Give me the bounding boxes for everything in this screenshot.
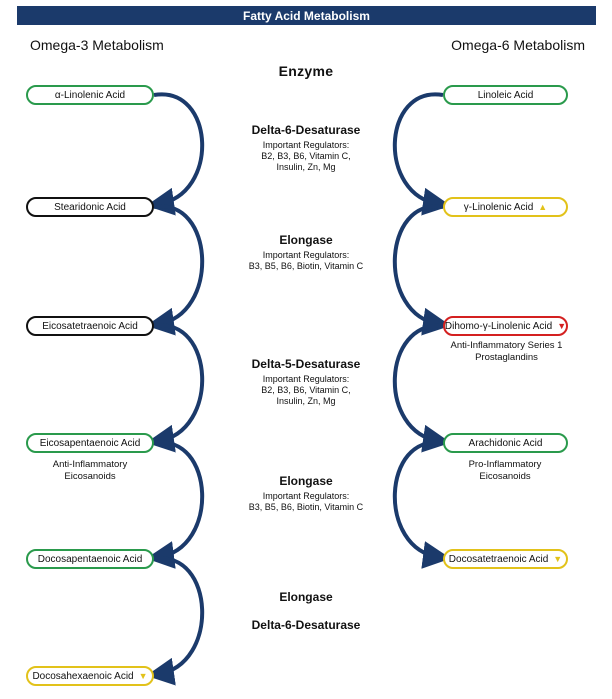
omega3-column-title: Omega-3 Metabolism	[30, 37, 164, 53]
omega6-node-dta: Docosatetraenoic Acid ▼	[443, 549, 568, 569]
enzyme-name: Delta-5-Desaturase	[251, 357, 361, 371]
regulators-label: Important Regulators:	[262, 374, 350, 384]
node-label: Arachidonic Acid	[468, 437, 543, 449]
omega6-arrow-3	[392, 323, 451, 453]
node-label: Stearidonic Acid	[54, 201, 126, 213]
node-label: Docosatetraenoic Acid	[448, 553, 549, 565]
omega3-node-epa: Eicosapentaenoic Acid	[26, 433, 154, 453]
node-label: Docosahexaenoic Acid	[32, 670, 134, 682]
aa-note: Pro-Inflammatory Eicosanoids	[468, 459, 542, 482]
enzyme-block: Elongase	[200, 590, 412, 604]
enzyme-name: Elongase	[279, 474, 333, 488]
increase-indicator-icon: ▲	[538, 201, 548, 212]
diagram-title: Fatty Acid Metabolism	[243, 8, 370, 23]
regulators-list: B3, B5, B6, Biotin, Vitamin C	[248, 502, 364, 512]
omega6-column-title: Omega-6 Metabolism	[451, 37, 585, 53]
diagram-header: Fatty Acid Metabolism	[17, 6, 596, 25]
enzyme-block: Delta-6-Desaturase	[200, 618, 412, 632]
omega6-arrow-2	[392, 204, 451, 336]
regulators-label: Important Regulators:	[262, 250, 350, 260]
regulators-list: B2, B3, B6, Vitamin C, Insulin, Zn, Mg	[261, 385, 351, 406]
node-label: Eicosatetraenoic Acid	[42, 320, 138, 332]
enzyme-name: Elongase	[279, 233, 333, 247]
enzyme-name: Delta-6-Desaturase	[251, 618, 361, 632]
omega3-node-eta: Eicosatetraenoic Acid	[26, 316, 154, 336]
dgla-note: Anti-Inflammatory Series 1 Prostaglandin…	[450, 340, 563, 363]
node-label: Eicosapentaenoic Acid	[39, 437, 141, 449]
node-label: Docosapentaenoic Acid	[37, 553, 143, 565]
regulators-label: Important Regulators:	[262, 491, 350, 501]
enzyme-name: Delta-6-Desaturase	[251, 123, 361, 137]
enzyme-block: Delta-6-Desaturase Important Regulators:…	[200, 123, 412, 173]
omega3-arrow-2	[146, 204, 205, 336]
node-label: Linoleic Acid	[477, 89, 534, 101]
node-label: Dihomo-γ-Linolenic Acid	[444, 320, 553, 332]
omega6-node-la: Linoleic Acid	[443, 85, 568, 105]
omega3-node-dha: Docosahexaenoic Acid ▼	[26, 666, 154, 686]
omega3-node-sda: Stearidonic Acid	[26, 197, 154, 217]
regulators-list: B3, B5, B6, Biotin, Vitamin C	[248, 261, 364, 271]
enzyme-block: Elongase Important Regulators: B3, B5, B…	[200, 474, 412, 513]
regulators-list: B2, B3, B6, Vitamin C, Insulin, Zn, Mg	[261, 151, 351, 172]
omega6-arrow-1	[392, 92, 451, 216]
node-label: γ-Linolenic Acid	[463, 201, 534, 213]
enzyme-block: Elongase Important Regulators: B3, B5, B…	[200, 233, 412, 272]
epa-note: Anti-Inflammatory Eicosanoids	[52, 459, 128, 482]
decrease-indicator-icon: ▼	[553, 553, 563, 564]
enzyme-column-title: Enzyme	[278, 63, 334, 79]
omega3-node-dpa: Docosapentaenoic Acid	[26, 549, 154, 569]
enzyme-block: Delta-5-Desaturase Important Regulators:…	[200, 357, 412, 407]
decrease-indicator-icon: ▼	[557, 320, 567, 331]
enzyme-name: Elongase	[279, 590, 333, 604]
omega6-node-gla: γ-Linolenic Acid ▲	[443, 197, 568, 217]
omega3-arrow-3	[146, 323, 205, 453]
omega3-arrow-1	[146, 92, 205, 216]
regulators-label: Important Regulators:	[262, 140, 350, 150]
omega6-node-aa: Arachidonic Acid	[443, 433, 568, 453]
omega6-node-dgla: Dihomo-γ-Linolenic Acid ▼	[443, 316, 568, 336]
omega3-arrow-4	[146, 440, 205, 569]
decrease-indicator-icon: ▼	[138, 670, 148, 681]
omega3-arrow-5	[146, 556, 205, 686]
node-label: α-Linolenic Acid	[54, 89, 126, 101]
omega3-node-ala: α-Linolenic Acid	[26, 85, 154, 105]
omega6-arrow-4	[392, 440, 451, 569]
